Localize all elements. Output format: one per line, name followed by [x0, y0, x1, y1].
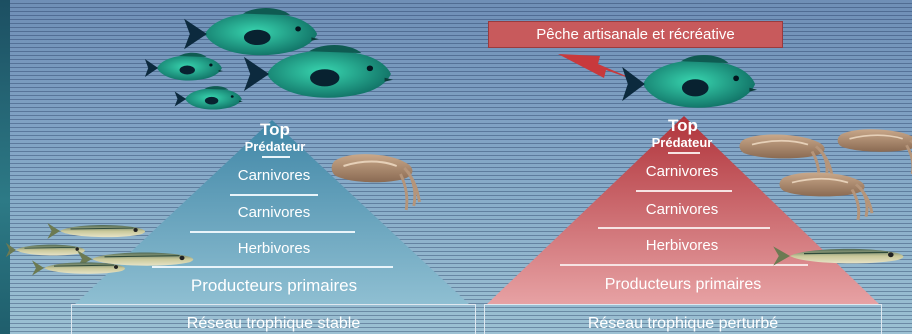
grouper-icon [144, 8, 393, 110]
perturbed-caption: Réseau trophique perturbé [484, 304, 882, 334]
perturbed-top-label: Top [668, 116, 698, 135]
grouper-icon [622, 54, 757, 108]
perturbed-level-carnivores-2: Carnivores [645, 201, 719, 218]
stable-level-carnivores-2: Carnivores [237, 204, 311, 221]
perturbed-level-herbivores: Herbivores [645, 237, 719, 254]
stable-caption: Réseau trophique stable [71, 304, 476, 334]
stable-predator-label: Prédateur [244, 139, 306, 154]
fishing-pressure-banner: Pêche artisanale et récréative [488, 21, 783, 48]
perturbed-predator-label: Prédateur [651, 135, 713, 150]
stable-level-carnivores-1: Carnivores [237, 167, 311, 184]
stable-level-herbivores: Herbivores [237, 240, 311, 257]
perturbed-level-primary-producers: Producteurs primaires [604, 276, 762, 293]
stable-level-primary-producers: Producteurs primaires [190, 276, 358, 295]
perturbed-level-carnivores-1: Carnivores [645, 163, 719, 180]
stable-top-label: Top [260, 120, 290, 139]
lightning-icon [558, 54, 640, 82]
